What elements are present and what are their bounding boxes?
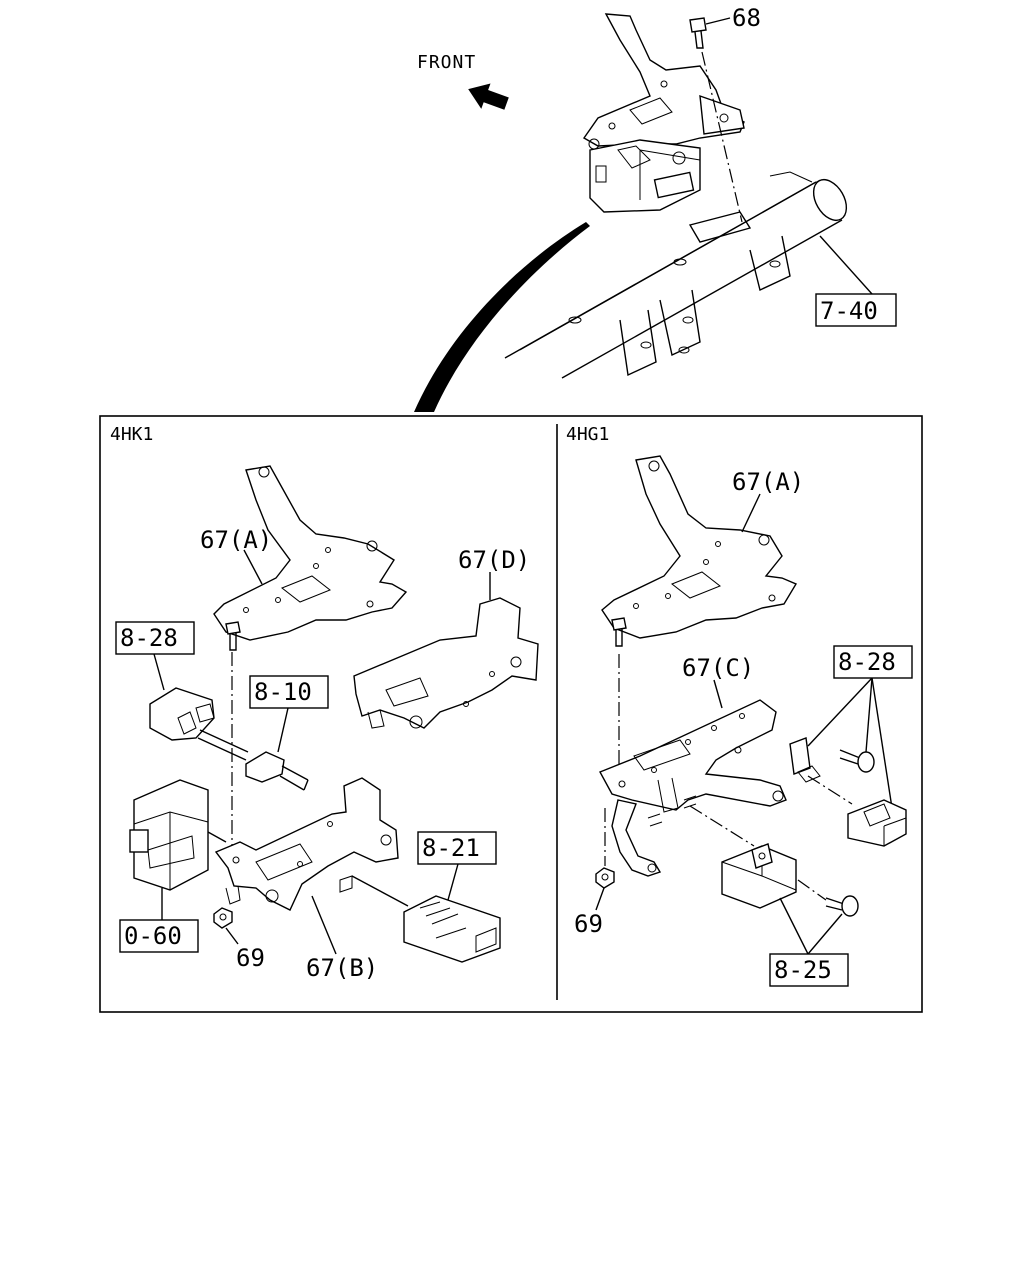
connector-8-10 — [245, 751, 309, 791]
callout-67d: 67(D) — [458, 546, 530, 574]
detail-frame — [99, 415, 923, 1013]
leader-8-28-left — [153, 653, 165, 691]
bracket-67a-left — [213, 465, 408, 641]
bolt-68 — [689, 17, 707, 49]
bracket-67c — [599, 699, 787, 877]
leader-8-28-right-c — [871, 677, 893, 809]
module-0-60 — [129, 779, 227, 891]
bracket-67a-right — [601, 455, 798, 639]
bracket-67d — [353, 597, 539, 729]
connector-8-21 — [403, 895, 501, 963]
bolt-left — [225, 621, 241, 651]
frame-rail — [504, 171, 848, 379]
nut-69-left — [213, 907, 233, 929]
bolt-8-28-right — [839, 749, 875, 773]
callout-box-8-28-right — [833, 645, 913, 679]
bolt-right — [611, 617, 627, 647]
bolt-center-line — [701, 51, 743, 223]
leader-8-25-b — [807, 913, 843, 955]
bracket-67b — [214, 777, 399, 911]
upper-assembly: FRONT 7-40 — [414, 4, 897, 412]
callout-8-28-right: 8-28 — [838, 648, 896, 676]
front-label: FRONT — [417, 52, 476, 73]
callout-67b: 67(B) — [306, 954, 378, 982]
relay-8-28-left — [149, 687, 249, 761]
leader-8-25-a — [779, 897, 809, 955]
front-arrow-icon — [468, 83, 509, 110]
leader-69-left — [225, 927, 239, 945]
callout-69-right: 69 — [574, 910, 603, 938]
leader-8-10 — [277, 707, 289, 753]
relay-center-line-right — [807, 775, 853, 805]
panel-4hg1: 4HG1 67(A) — [566, 424, 913, 987]
engine-label-4hg1: 4HG1 — [566, 424, 609, 445]
callout-8-10: 8-10 — [254, 678, 312, 706]
callout-7-40: 7-40 — [820, 297, 878, 325]
bolt-825-center-line — [797, 879, 827, 901]
leader-69-right — [595, 887, 605, 911]
callout-box-8-10 — [249, 675, 329, 709]
frame-leader-line — [819, 235, 873, 295]
callout-box-8-28-left — [115, 621, 195, 655]
callout-67a-right: 67(A) — [732, 468, 804, 496]
callout-67c: 67(C) — [682, 654, 754, 682]
callout-box-8-25 — [769, 953, 849, 987]
panel-4hk1: 4HK1 67(A) — [110, 424, 539, 982]
upper-bracket-assembly — [582, 13, 745, 213]
bolt-leader-line — [705, 17, 731, 25]
callout-box-0-60 — [119, 919, 199, 953]
leader-8-21-link — [351, 875, 409, 907]
relay-8-25 — [721, 843, 797, 909]
bolt-8-25 — [825, 895, 859, 917]
callout-69-left: 69 — [236, 944, 265, 972]
engine-label-4hk1: 4HK1 — [110, 424, 153, 445]
callout-8-21: 8-21 — [422, 834, 480, 862]
callout-0-60: 0-60 — [124, 922, 182, 950]
relay-825-center-line — [689, 805, 755, 847]
callout-67a-left: 67(A) — [200, 526, 272, 554]
leader-67b — [311, 895, 337, 955]
relay-8-28-right — [847, 799, 907, 847]
leader-8-21 — [447, 863, 459, 901]
callout-box-8-21 — [417, 831, 497, 865]
leader-8-28-right-a — [807, 677, 873, 747]
relay-bracket-right — [789, 737, 821, 783]
callout-8-28-left: 8-28 — [120, 624, 178, 652]
leader-8-28-right-b — [865, 677, 873, 753]
callout-8-25: 8-25 — [774, 956, 832, 984]
nut-69-right — [595, 867, 615, 889]
detail-pointer-wedge — [414, 222, 590, 412]
leader-67c — [713, 679, 723, 709]
callout-box-7-40 — [815, 293, 897, 327]
leader-67a-right — [741, 493, 761, 533]
callout-68: 68 — [732, 4, 761, 32]
leader-67a-left — [243, 549, 263, 585]
